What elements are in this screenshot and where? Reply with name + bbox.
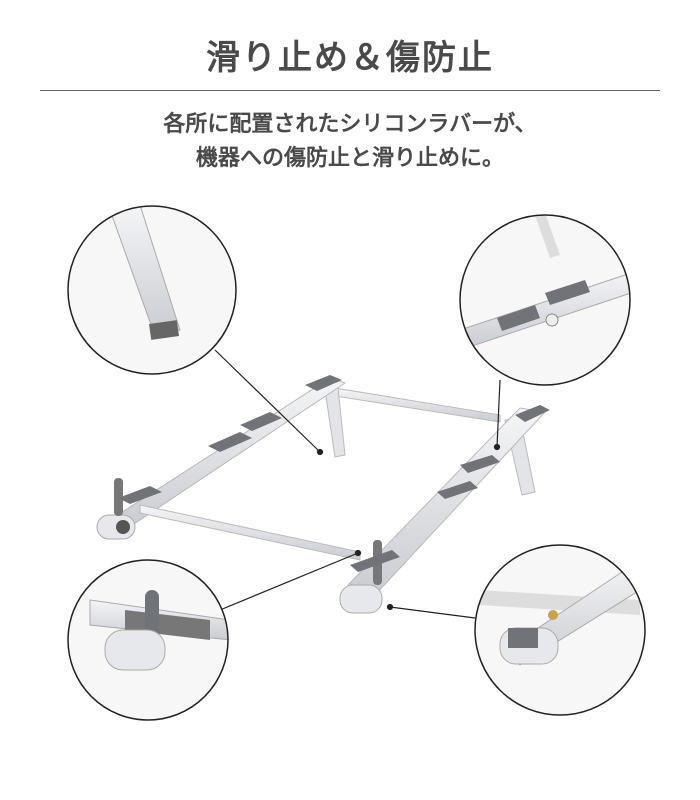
detail-circle-leg-tip [67,205,237,375]
subtitle: 各所に配置されたシリコンラバーが、 機器への傷防止と滑り止めに。 [0,108,700,176]
laptop-stand [96,375,550,614]
detail-circle-front-hook [67,559,229,721]
detail-circle-rail-pads [459,214,631,386]
callout-lines [214,349,501,619]
subtitle-line-2: 機器への傷防止と滑り止めに。 [195,146,504,171]
divider [40,90,660,91]
subtitle-line-1: 各所に配置されたシリコンラバーが、 [163,112,537,137]
detail-circle-front-foot [474,544,646,716]
page-title: 滑り止め＆傷防止 [206,38,494,78]
